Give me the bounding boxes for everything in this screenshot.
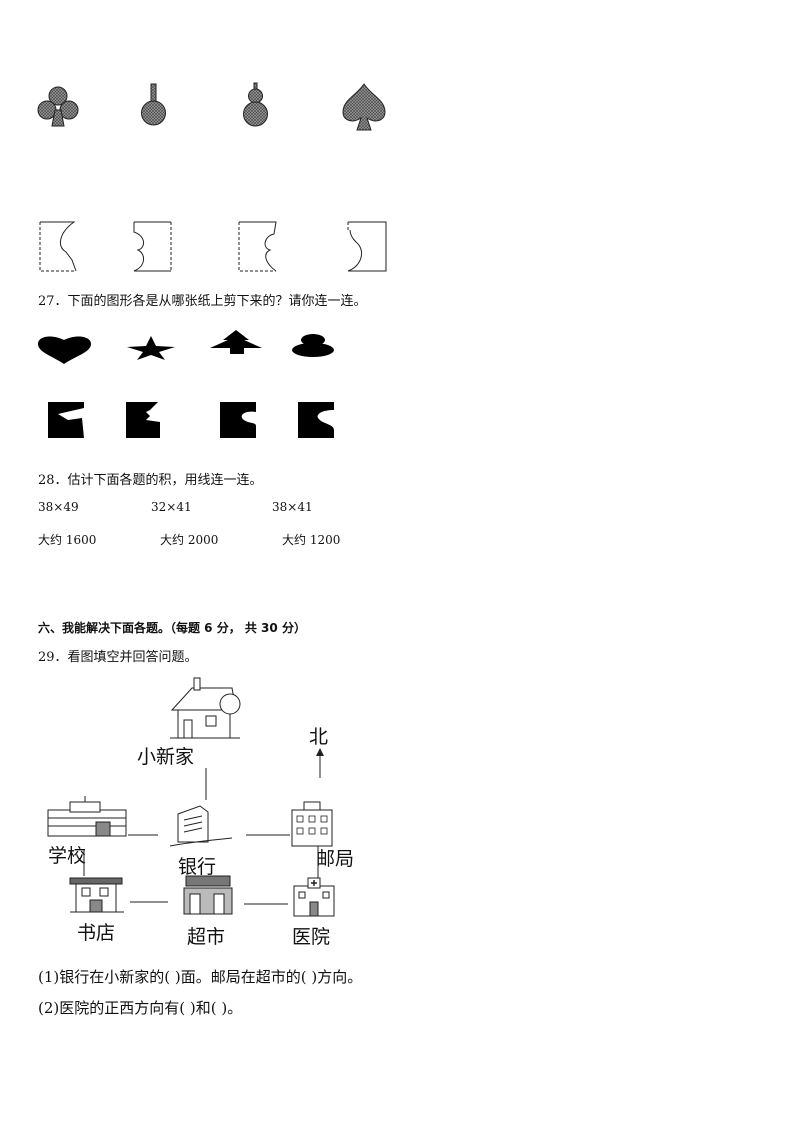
q29-question-1: (1)银行在小新家的( )面。邮局在超市的( )方向。 [38,968,363,986]
q28-expression-2: 32×41 [151,500,192,514]
paper-piece-3 [238,221,277,272]
bookstore-label: 书店 [77,922,116,944]
paper-piece-1 [39,221,77,272]
q28-estimate-3: 大约 1200 [282,533,341,547]
bank-icon [169,805,233,847]
star-shape [127,336,175,360]
bank-label: 银行 [178,856,217,878]
q28-estimate-1: 大约 1600 [38,533,97,547]
q28-estimate-2: 大约 2000 [160,533,219,547]
north-arrow-icon [316,748,324,778]
school-icon [47,796,127,837]
q28-expression-1: 38×49 [38,500,79,514]
house-icon [170,677,241,739]
q26-figures [37,82,387,272]
club-shape [37,86,79,127]
arrow-shape [210,330,262,354]
school-label: 学校 [48,845,87,867]
hospital-icon [293,877,335,917]
cut-paper-1 [48,402,84,438]
blob-shape [292,334,334,357]
cut-paper-3 [220,402,256,438]
q29-question-2: (2)医院的正西方向有( )和( )。 [38,999,243,1017]
flask-shape [141,83,166,126]
q29-title: 29．看图填空并回答问题。 [38,650,198,665]
q28-title: 28．估计下面各题的积，用线连一连。 [38,473,263,488]
q27-title: 27．下面的图形各是从哪张纸上剪下来的？请你连一连。 [38,294,367,309]
heart-shape [38,336,91,364]
home-label: 小新家 [137,746,195,768]
cut-paper-2 [126,402,160,438]
section-six-title: 六、我能解决下面各题。（每题 6 分， 共 30 分） [38,621,306,635]
post-office-label: 邮局 [316,848,355,870]
cut-paper-4 [298,402,334,438]
q29-map [47,677,335,917]
gourd-shape [243,82,268,127]
q28-expression-3: 38×41 [272,500,313,514]
supermarket-icon [183,875,233,915]
hospital-label: 医院 [292,926,331,948]
bookstore-icon [69,877,124,913]
q27-figures [38,330,334,438]
supermarket-label: 超市 [187,926,226,948]
paper-piece-2 [133,221,172,272]
spade-shape [342,83,386,131]
north-label: 北 [309,726,329,748]
post-office-icon [291,801,333,847]
paper-piece-4 [347,221,387,272]
